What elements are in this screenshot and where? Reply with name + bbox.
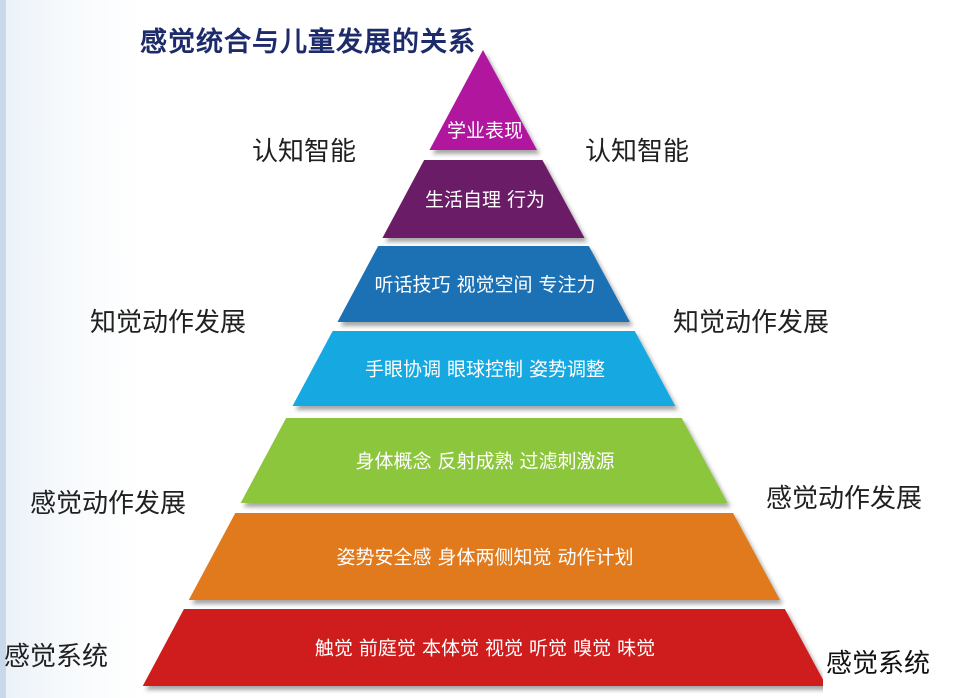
side-label-sensory-motor-right: 感觉动作发展 xyxy=(766,484,923,514)
side-label-perceptual-left: 知觉动作发展 xyxy=(90,308,247,338)
pyramid-tier-1 xyxy=(429,50,537,150)
pyramid-tier-4 xyxy=(292,331,676,406)
diagram-title: 感觉统合与儿童发展的关系 xyxy=(140,27,476,58)
pyramid-tier-3-label: 听话技巧 视觉空间 专注力 xyxy=(374,274,595,296)
pyramid-tier-5-label: 身体概念 反射成熟 过滤刺激源 xyxy=(355,450,614,473)
pyramid-tier-2 xyxy=(382,160,585,238)
pyramid-tier-4-label: 手眼协调 眼球控制 姿势调整 xyxy=(365,359,605,381)
pyramid-tier-7-label: 触觉 前庭觉 本体觉 视觉 听觉 嗅觉 味觉 xyxy=(315,638,655,660)
side-label-sensory-left: 感觉系统 xyxy=(4,642,109,672)
pyramid-tier-6-label: 姿势安全感 身体两侧知觉 动作计划 xyxy=(336,547,633,569)
pyramid-tier-2-label: 生活自理 行为 xyxy=(425,189,545,211)
corner-label-box xyxy=(823,622,978,698)
side-label-sensory-right: 感觉系统 xyxy=(826,649,931,679)
side-label-cognitive-left: 认知智能 xyxy=(252,137,357,167)
side-label-cognitive-right: 认知智能 xyxy=(585,137,690,167)
pyramid-tier-7 xyxy=(142,609,827,686)
pyramid-tier-1-label: 学业表现 xyxy=(447,120,523,142)
left-edge-strip xyxy=(0,0,6,698)
pyramid-tier-6 xyxy=(188,513,780,600)
pyramid-tier-3 xyxy=(337,246,630,322)
side-label-sensory-motor-left: 感觉动作发展 xyxy=(30,489,187,519)
side-label-perceptual-right: 知觉动作发展 xyxy=(673,308,830,338)
pyramid-tier-5 xyxy=(240,418,728,503)
